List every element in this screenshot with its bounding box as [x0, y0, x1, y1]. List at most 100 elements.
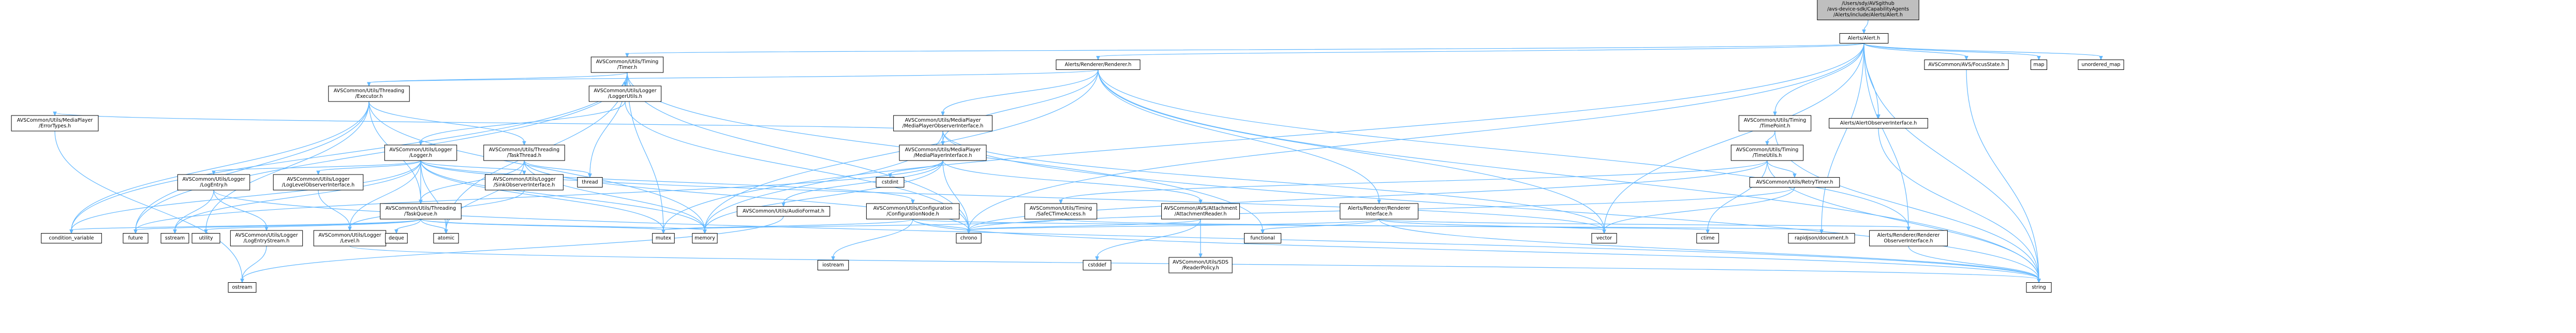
node-label-line: AVSCommon/Utils/Timing: [1736, 147, 1799, 153]
graph-node-errortypes-h[interactable]: AVSCommon/Utils/MediaPlayer/ErrorTypes.h: [11, 115, 99, 132]
graph-node-attachreader-h[interactable]: AVSCommon/AVS/Attachment/AttachmentReade…: [1161, 203, 1240, 220]
arrowhead-logger_h-to-confignode_h: [911, 199, 915, 205]
edge-executor_h-to-taskthread_h: [368, 101, 525, 142]
graph-node-mp-observer[interactable]: AVSCommon/Utils/MediaPlayer/MediaPlayerO…: [893, 115, 993, 132]
node-box: [956, 233, 982, 243]
edge-audioformat_h-to-ostream: [242, 216, 784, 280]
node-label-line: AVSCommon/Utils/RetryTimer.h: [1756, 180, 1833, 185]
edge-taskqueue_h-to-condition_variable: [71, 219, 421, 231]
graph-node-alert-observer[interactable]: Alerts/AlertObserverInterface.h: [1829, 118, 1928, 128]
edge-logger_h-to-condition_variable: [71, 160, 421, 230]
graph-node-deque: deque: [385, 233, 408, 243]
graph-node-renderer-h[interactable]: Alerts/Renderer/Renderer.h: [1056, 60, 1141, 70]
edge-mp_interface-to-attachreader_h: [942, 160, 1201, 201]
graph-node-safetytimer-h[interactable]: AVSCommon/Utils/RetryTimer.h: [1749, 177, 1840, 187]
arrowhead-taskqueue_h-to-utility: [204, 229, 208, 234]
node-label-line: /ErrorTypes.h: [39, 123, 71, 129]
graph-node-rendererobs-h[interactable]: Alerts/Renderer/RendererObserverInterfac…: [1869, 230, 1948, 247]
arrowhead-renderer_h-to-mp_observer: [941, 111, 945, 117]
graph-node-taskthread-h[interactable]: AVSCommon/Utils/Threading/TaskThread.h: [483, 144, 565, 161]
node-box: [2026, 282, 2052, 293]
node-label-line: AVSCommon/AVS/Attachment: [1164, 206, 1237, 211]
edge-renderer_h-to-string: [1098, 69, 2039, 280]
graph-node-timer-h[interactable]: AVSCommon/Utils/Timing/Timer.h: [590, 56, 664, 73]
graph-node-ctime: ctime: [1696, 233, 1719, 243]
graph-node-sinkobs-h[interactable]: AVSCommon/Utils/Logger/SinkObserverInter…: [485, 174, 564, 191]
edge-alert_h-to-rendererobs_h: [1863, 43, 1909, 228]
graph-node-sds-policy[interactable]: AVSCommon/Utils/SDS/ReaderPolicy.h: [1168, 257, 1233, 273]
graph-node-loglevelobs-h[interactable]: AVSCommon/Utils/Logger/LogLevelObserverI…: [273, 174, 364, 191]
edge-logentrystream_h-to-ostream: [242, 245, 267, 280]
arrowhead-attachreader_h-to-cstddef: [1095, 256, 1099, 261]
edge-mp_interface-to-future: [135, 160, 943, 230]
graph-node-confignode-h[interactable]: AVSCommon/Utils/Configuration/Configurat…: [866, 203, 960, 220]
node-box: [384, 144, 457, 161]
node-label-line: condition_variable: [49, 236, 94, 241]
graph-node-logger-h[interactable]: AVSCommon/Utils/Logger/Logger.h: [384, 144, 457, 161]
graph-node-logentry-h[interactable]: AVSCommon/Utils/Logger/LogEntry.h: [177, 174, 250, 191]
graph-node-logentrystream-h[interactable]: AVSCommon/Utils/Logger/LogEntryStream.h: [230, 230, 303, 247]
node-label-line: atomic: [438, 236, 454, 241]
edge-mp_interface-to-memory: [704, 160, 943, 230]
arrowhead-attachreader_h-to-sds_policy: [1198, 253, 1203, 258]
node-box: [893, 115, 993, 132]
edge-mp_interface-to-cstdint: [890, 160, 943, 175]
arrowhead-logger_h-to-sinkobs_h: [522, 170, 526, 176]
arrowhead-mp_interface-to-audioformat_h: [781, 202, 786, 207]
node-label-line: AVSCommon/Utils/Threading: [489, 147, 559, 153]
node-label-line: AVSCommon/AVS/FocusState.h: [1928, 62, 2004, 68]
edge-logger_h-to-vector: [420, 160, 1605, 230]
node-label-line: cstdint: [882, 180, 899, 185]
graph-node-executor-h[interactable]: AVSCommon/Utils/Threading/Executor.h: [328, 85, 410, 102]
node-label-line: AVSCommon/Utils/Timing: [596, 59, 659, 65]
arrowhead-renderer_h-to-executor_h: [367, 82, 371, 87]
node-label-line: Alerts/AlertObserverInterface.h: [1840, 121, 1917, 126]
graph-node-safectime-h[interactable]: AVSCommon/Utils/Timing/SafeCTimeAccess.h: [1024, 203, 1098, 220]
graph-node-alert-h[interactable]: Alerts/Alert.h: [1839, 33, 1889, 44]
node-label-line: cstddef: [1088, 263, 1106, 268]
edge-logger_h-to-sinkobs_h: [420, 160, 525, 172]
node-label-line: map: [2033, 62, 2044, 68]
edge-timeutils_h-to-chrono: [968, 160, 1768, 230]
edge-focus_state-to-string: [1966, 69, 2039, 280]
arrowhead-sinkobs_h-to-level_h: [348, 226, 352, 231]
graph-node-level-h[interactable]: AVSCommon/Utils/Logger/Level.h: [313, 230, 387, 247]
node-box: [876, 177, 905, 187]
edge-logentry_h-to-string: [213, 190, 2039, 280]
node-label-line: AVSCommon/Utils/MediaPlayer: [905, 118, 981, 123]
graph-node-timepoint-h[interactable]: AVSCommon/Utils/Timing/TimePoint.h: [1738, 115, 1812, 132]
edge-renderer_h-to-vector: [1098, 69, 1605, 230]
graph-node-mp-interface[interactable]: AVSCommon/Utils/MediaPlayer/MediaPlayerI…: [899, 144, 987, 161]
edge-taskqueue_h-to-memory: [420, 219, 705, 231]
graph-node-loggerutils-h[interactable]: AVSCommon/Utils/Logger/LoggerUtils.h: [588, 85, 662, 102]
arrowhead-timeutils_h-to-safectime_h: [1059, 199, 1063, 205]
edge-timeutils_h-to-safectime_h: [1060, 160, 1768, 201]
node-label-line: unordered_map: [2082, 62, 2121, 68]
graph-node-audioformat-h[interactable]: AVSCommon/Utils/AudioFormat.h: [736, 206, 831, 216]
edge-logger_h-to-logentry_h: [213, 160, 421, 172]
arrowhead-taskqueue_h-to-memory: [703, 229, 707, 234]
graph-node-timeutils-h[interactable]: AVSCommon/Utils/Timing/TimeUtils.h: [1730, 144, 1804, 161]
edge-confignode_h-to-mutex: [663, 219, 913, 231]
node-box: [1829, 118, 1928, 128]
node-label-line: vector: [1596, 236, 1612, 241]
node-box: [2030, 60, 2048, 70]
graph-node-taskqueue-h[interactable]: AVSCommon/Utils/Threading/TaskQueue.h: [380, 203, 462, 220]
node-box: [1817, 0, 1919, 20]
arrowhead-rendererobs_h-to-string: [2037, 279, 2041, 283]
node-label-line: AVSCommon/Utils/Configuration: [874, 206, 953, 211]
node-label-line: ObserverInterface.h: [1884, 238, 1933, 244]
graph-node-chrono: chrono: [956, 233, 982, 243]
node-label-line: /SinkObserverInterface.h: [494, 182, 555, 188]
edge-alert_observer-to-string: [1878, 128, 2039, 280]
arrowhead-safectime_h-to-ctime: [1706, 229, 1710, 234]
graph-node-focus-state[interactable]: AVSCommon/AVS/FocusState.h: [1924, 60, 2009, 70]
node-box: [866, 203, 960, 220]
node-box: [1730, 144, 1804, 161]
node-label-line: ctime: [1701, 236, 1715, 241]
edge-taskqueue_h-to-deque: [396, 219, 421, 230]
node-box: [577, 177, 603, 187]
graph-node-condition-variable: condition_variable: [41, 233, 102, 243]
edge-alert_h-to-vector: [1604, 43, 1864, 230]
